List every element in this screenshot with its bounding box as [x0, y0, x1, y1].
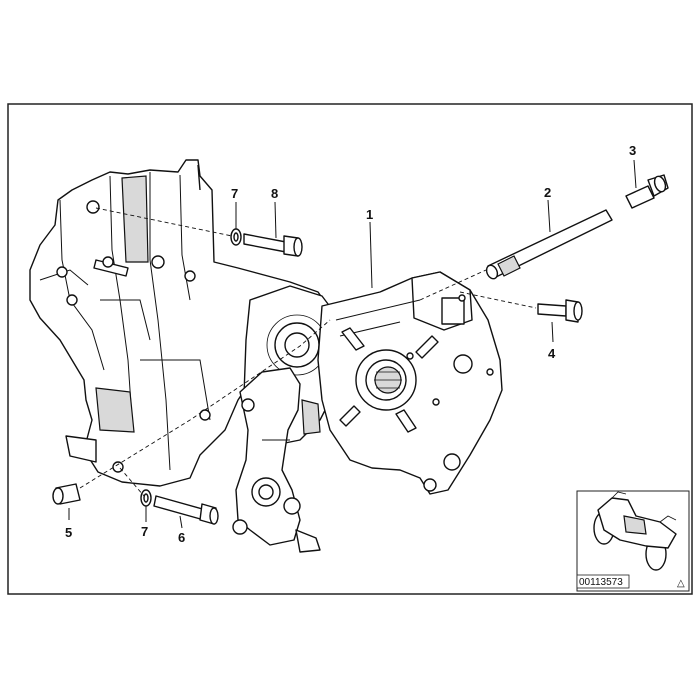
bolt-4 — [537, 299, 583, 323]
callouts: 1 2 3 4 5 6 7 7 8 — [65, 143, 636, 545]
long-stud — [485, 209, 613, 280]
motorcycle-thumbnail — [593, 491, 677, 571]
callout-6: 6 — [178, 530, 185, 545]
pivot-lever — [235, 367, 301, 546]
gearbox-housing-assembly — [29, 159, 503, 553]
callout-1: 1 — [366, 207, 373, 222]
callout-7-upper: 7 — [231, 186, 238, 201]
motorcycle-inset: 00113573 △ — [576, 490, 690, 592]
bolt-8 — [243, 233, 303, 257]
callout-4: 4 — [548, 346, 556, 361]
corner-mark: △ — [677, 578, 685, 589]
callout-5: 5 — [65, 525, 72, 540]
callout-7-lower: 7 — [141, 524, 148, 539]
washer-7-lower — [140, 489, 152, 507]
callout-3: 3 — [629, 143, 636, 158]
bolt-6 — [153, 495, 219, 525]
callout-8: 8 — [271, 186, 278, 201]
bolt-5 — [52, 483, 81, 505]
output-flange — [339, 327, 439, 433]
leader-lines — [68, 159, 637, 529]
washer-7-upper — [230, 228, 242, 246]
reference-number: 00113573 — [579, 577, 623, 588]
callout-2: 2 — [544, 185, 551, 200]
assembly-lines — [79, 207, 537, 497]
bolt-3 — [625, 174, 669, 209]
